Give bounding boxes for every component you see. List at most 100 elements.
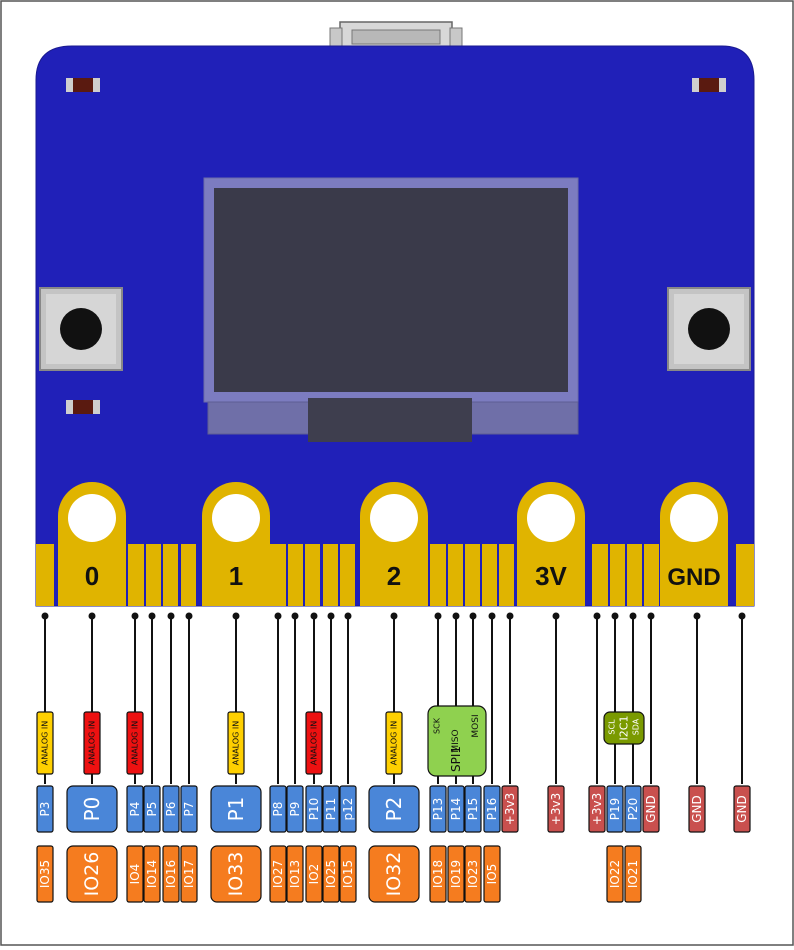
pad-hole xyxy=(370,494,418,542)
analog-tag xyxy=(83,711,101,775)
edge-finger xyxy=(181,544,196,606)
io-label-box xyxy=(66,845,118,903)
pad-3v[interactable]: 3V xyxy=(517,482,585,606)
spi1-mosi-label: MOSI xyxy=(471,714,481,737)
io-label-box xyxy=(464,845,482,903)
io-label-box xyxy=(624,845,642,903)
edge-finger xyxy=(323,544,338,606)
pin-label: P3 xyxy=(38,802,52,817)
pad-label: 0 xyxy=(85,561,99,591)
pin-label: P10 xyxy=(307,798,321,821)
io-label: IO18 xyxy=(431,860,445,888)
io-label: IO13 xyxy=(288,860,302,888)
pin-label-box xyxy=(180,785,198,833)
i2c1-title: I2C1 xyxy=(618,716,631,741)
pin-label: P11 xyxy=(324,798,338,821)
pin-label: P6 xyxy=(164,802,178,817)
io-label: IO14 xyxy=(145,860,159,888)
io-label: IO19 xyxy=(449,860,463,888)
spi1-box xyxy=(427,705,487,777)
edge-finger xyxy=(592,544,608,606)
io-label: IO25 xyxy=(324,860,338,888)
pad-hole xyxy=(670,494,718,542)
pin-label-box xyxy=(210,785,262,833)
pin-label-box xyxy=(322,785,340,833)
pad-0[interactable]: 0 xyxy=(58,482,126,606)
edge-finger xyxy=(163,544,178,606)
io-label-box xyxy=(447,845,465,903)
pin-label-box xyxy=(368,785,420,833)
analog-tag-label: ANALOG IN xyxy=(88,721,97,766)
pin-label: P4 xyxy=(128,802,142,817)
pin-label-box xyxy=(143,785,161,833)
button-b[interactable] xyxy=(667,287,751,371)
pin-label: P5 xyxy=(145,802,159,817)
pad-label: 1 xyxy=(229,561,243,591)
button-a[interactable] xyxy=(39,287,123,371)
edge-finger xyxy=(146,544,161,606)
pad-gnd[interactable]: GND xyxy=(660,482,728,606)
io-label-box xyxy=(210,845,262,903)
pin-label: P13 xyxy=(431,798,445,821)
analog-tag-label: ANALOG IN xyxy=(390,721,399,766)
smd-component-top-right xyxy=(692,78,726,92)
analog-tag-label: ANALOG IN xyxy=(41,721,50,766)
io-label-box xyxy=(368,845,420,903)
edge-finger xyxy=(499,544,514,606)
io-label-box xyxy=(286,845,304,903)
io-label: IO33 xyxy=(225,852,247,897)
pin-group-v3b: +3v3 xyxy=(547,785,565,833)
pin-label: P9 xyxy=(288,802,302,817)
analog-tag-label: ANALOG IN xyxy=(310,721,319,766)
spi1-miso-label: MISO xyxy=(451,729,461,752)
i2c1-sda-label: SDA xyxy=(632,718,641,735)
edge-finger xyxy=(128,544,144,606)
pin-label: P8 xyxy=(271,802,285,817)
pin-label-box xyxy=(286,785,304,833)
io-label-box xyxy=(36,845,54,903)
io-label-box xyxy=(483,845,501,903)
io-label: IO16 xyxy=(164,860,178,888)
pad-hole xyxy=(68,494,116,542)
pin-label-box xyxy=(547,785,565,833)
pin-label-box xyxy=(447,785,465,833)
pad-hole xyxy=(527,494,575,542)
analog-tag-label: ANALOG IN xyxy=(232,721,241,766)
i2c1-box xyxy=(603,711,645,745)
pin-label-box xyxy=(688,785,706,833)
edge-finger xyxy=(736,544,754,606)
pin-label: +3v3 xyxy=(503,793,517,825)
pin-label-box xyxy=(483,785,501,833)
board: 0 1 2 3V GND xyxy=(35,45,755,607)
pin-wires xyxy=(41,612,746,784)
edge-finger xyxy=(610,544,625,606)
spi1-sck-label: SCK xyxy=(433,717,442,734)
pin-label-box xyxy=(66,785,118,833)
io-label: IO35 xyxy=(38,860,52,888)
io-label-box xyxy=(339,845,357,903)
io-label-box xyxy=(606,845,624,903)
edge-finger xyxy=(644,544,659,606)
io-label: IO2 xyxy=(307,864,321,885)
pad-2[interactable]: 2 xyxy=(360,482,428,606)
spi1-title: SPI1 xyxy=(449,746,463,772)
pin-label-box xyxy=(339,785,357,833)
io-label-box xyxy=(143,845,161,903)
pad-1[interactable]: 1 xyxy=(202,482,270,606)
pin-label-box xyxy=(501,785,519,833)
io-label-box xyxy=(305,845,323,903)
io-label: IO23 xyxy=(466,860,480,888)
pin-label: GND xyxy=(690,795,704,823)
pin-label-box xyxy=(126,785,144,833)
pin-label: p12 xyxy=(341,798,355,821)
